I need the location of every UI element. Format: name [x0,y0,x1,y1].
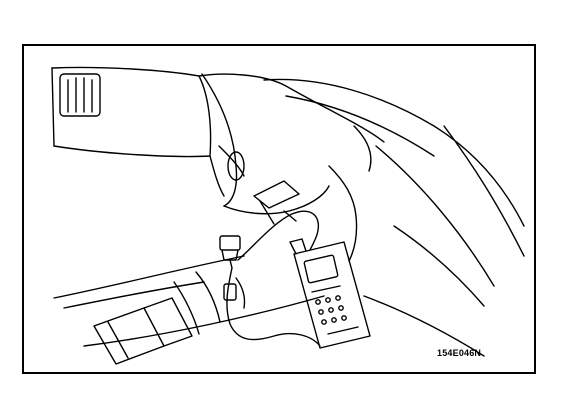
diagnostic-connector [219,235,241,269]
door-panel [263,78,525,357]
steering-column-housing [201,73,330,225]
floor [53,255,325,347]
scan-tool [289,238,371,349]
figure-code: 154E046N [437,348,482,358]
pedal [93,271,221,365]
figure-frame: 154E046N [22,44,536,374]
tester-cable [223,210,321,347]
dashboard-panel [51,66,385,197]
air-vent [59,73,101,117]
vehicle-interior-diagnostic-illustration [51,66,525,365]
